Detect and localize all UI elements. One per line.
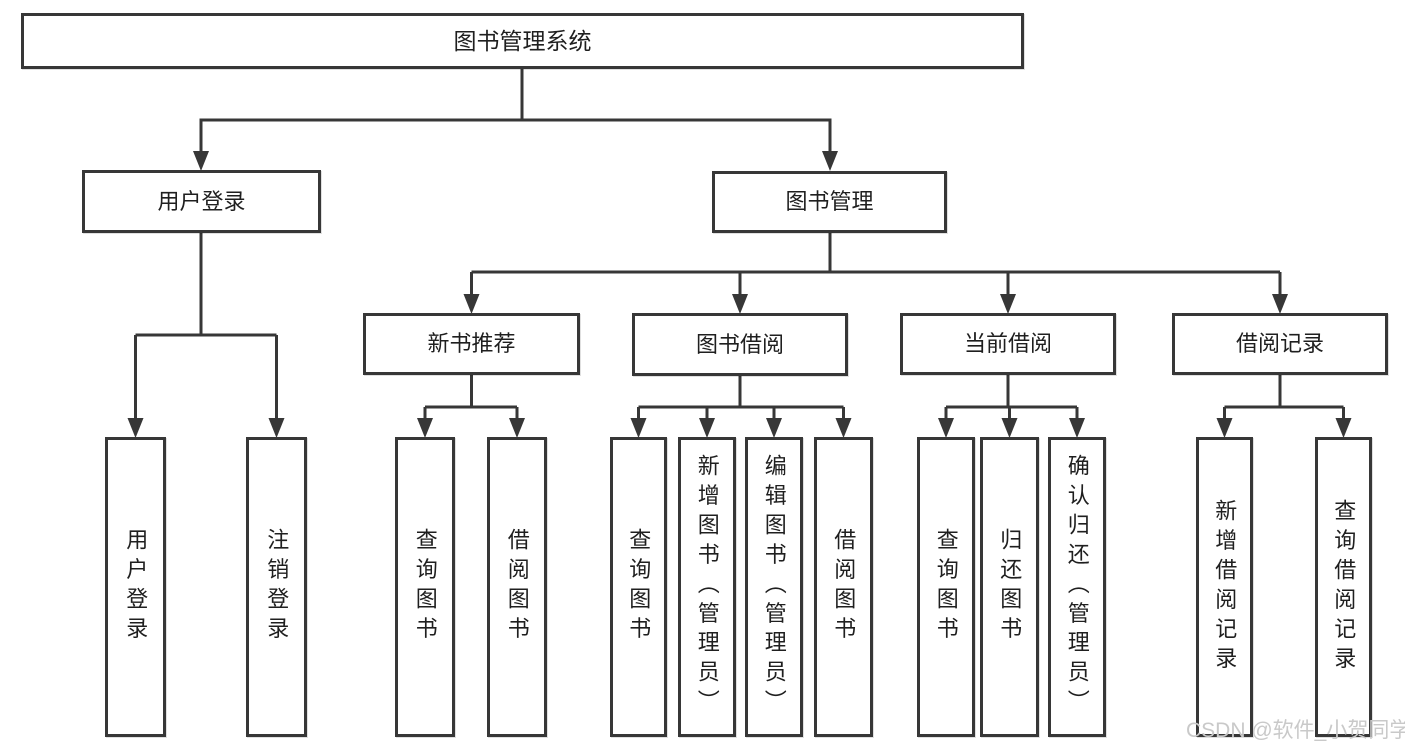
node-label: 新增借阅记录 xyxy=(1212,498,1238,676)
leaf-add-books-admin: 新增图书（管理员） xyxy=(678,437,736,737)
node-label: 借阅图书 xyxy=(831,528,857,646)
node-label: 借阅记录 xyxy=(1235,331,1324,357)
node-borrowing-records: 借阅记录 xyxy=(1172,313,1388,375)
node-label: 归还图书 xyxy=(997,528,1023,646)
leaf-edit-books-admin: 编辑图书（管理员） xyxy=(745,437,803,737)
leaf-borrow-books-recommend: 借阅图书 xyxy=(487,437,547,737)
node-label: 图书借阅 xyxy=(695,331,784,357)
node-label: 查询借阅记录 xyxy=(1331,498,1357,676)
node-label: 图书管理 xyxy=(785,189,874,215)
node-label: 编辑图书（管理员） xyxy=(761,454,787,720)
node-label: 当前借阅 xyxy=(963,331,1052,357)
node-book-borrowing: 图书借阅 xyxy=(632,313,848,376)
leaf-user-login: 用户登录 xyxy=(105,437,166,737)
node-label: 新书推荐 xyxy=(427,331,516,357)
leaf-query-books-current: 查询图书 xyxy=(917,437,975,737)
leaf-add-borrow-record: 新增借阅记录 xyxy=(1196,437,1253,737)
leaf-query-books-borrowing: 查询图书 xyxy=(610,437,667,737)
leaf-confirm-return-admin: 确认归还（管理员） xyxy=(1048,437,1106,737)
node-label: 确认归还（管理员） xyxy=(1064,454,1090,720)
node-label: 注销登录 xyxy=(264,528,290,646)
node-label: 用户登录 xyxy=(157,188,246,214)
node-label: 查询图书 xyxy=(412,528,438,646)
node-label: 图书管理系统 xyxy=(453,27,592,54)
node-label: 借阅图书 xyxy=(504,528,530,646)
node-label: 用户登录 xyxy=(123,528,149,646)
node-label: 查询图书 xyxy=(933,528,959,646)
node-new-book-recommendation: 新书推荐 xyxy=(363,313,580,375)
leaf-query-borrow-record: 查询借阅记录 xyxy=(1315,437,1372,737)
node-label: 新增图书（管理员） xyxy=(694,454,720,720)
node-current-borrowing: 当前借阅 xyxy=(900,313,1116,375)
leaf-return-books: 归还图书 xyxy=(980,437,1039,737)
leaf-borrow-books-borrowing: 借阅图书 xyxy=(814,437,873,737)
node-library-management-system: 图书管理系统 xyxy=(21,13,1024,69)
leaf-logout: 注销登录 xyxy=(246,437,307,737)
leaf-query-books-recommend: 查询图书 xyxy=(395,437,455,737)
node-book-management: 图书管理 xyxy=(712,171,947,233)
node-user-login: 用户登录 xyxy=(82,170,321,233)
node-label: 查询图书 xyxy=(626,528,652,646)
